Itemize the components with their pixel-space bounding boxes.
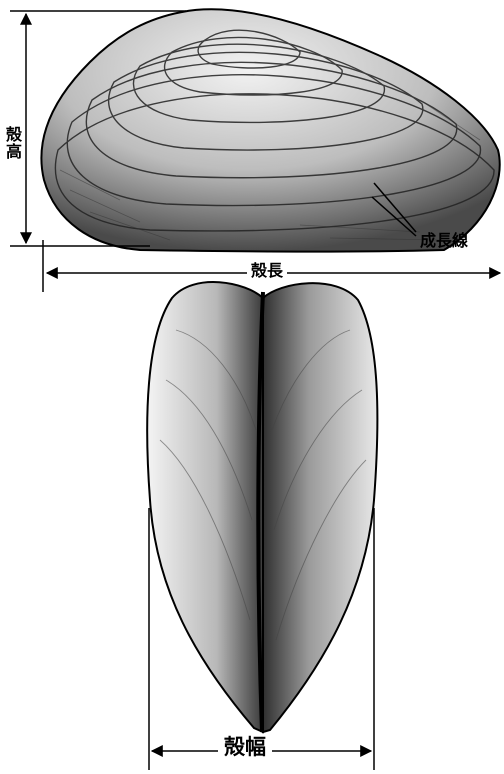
shell-length-label: 殻長 bbox=[247, 263, 287, 279]
shell-side-view bbox=[41, 9, 499, 251]
growth-lines-label: 成長線 bbox=[420, 233, 468, 249]
shell-width-label: 殻幅 bbox=[218, 737, 272, 758]
shell-height-label: 殻高 bbox=[2, 124, 20, 162]
shell-dorsal-view bbox=[147, 282, 377, 732]
